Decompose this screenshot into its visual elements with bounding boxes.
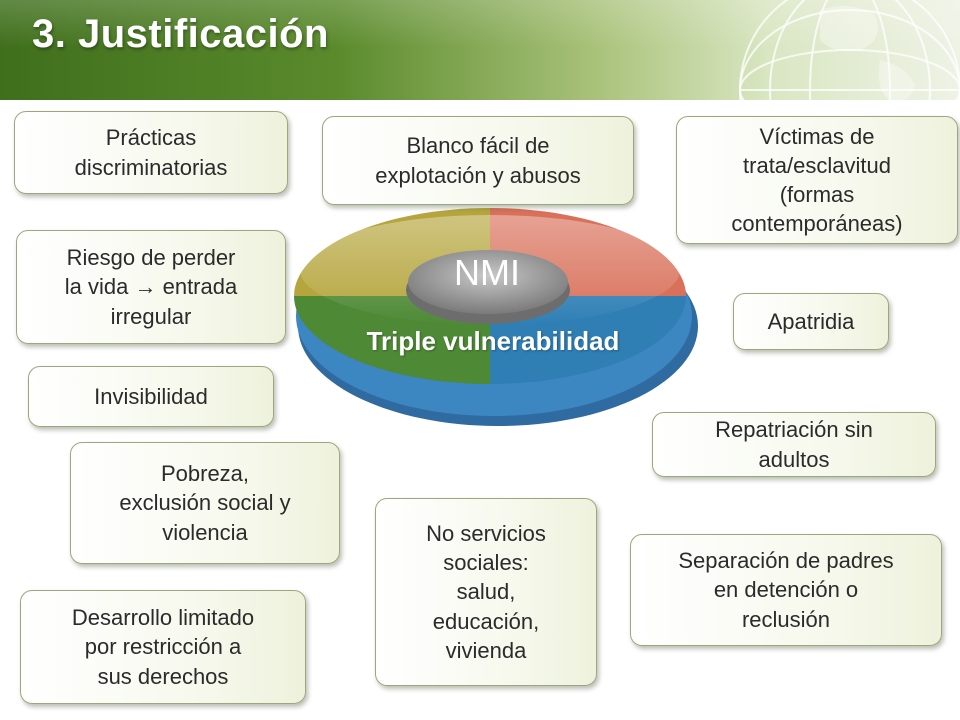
title-bar: 3. Justificación xyxy=(0,0,960,100)
box-desarrollo: Desarrollo limitado por restricción a sus … xyxy=(20,590,306,704)
box-line: Separación de padres xyxy=(678,548,894,574)
box-line: adultos xyxy=(758,446,830,472)
box-line: Riesgo de perder xyxy=(66,245,236,271)
box-line: exclusión social y xyxy=(119,490,291,516)
box-pobreza: Pobreza, exclusión social y violencia xyxy=(70,442,340,564)
box-line: violencia xyxy=(162,519,248,545)
box-line: Prácticas xyxy=(105,125,197,151)
box-line: explotación y abusos xyxy=(375,162,581,188)
box-separacion: Separación de padres en detención o reclus… xyxy=(630,534,942,646)
slide-title: 3. Justificación xyxy=(32,12,329,56)
box-line: la vida → entrada xyxy=(64,274,238,300)
box-servicios: No servicios sociales: salud, educación, viv… xyxy=(375,498,597,686)
box-victimas: Víctimas de trata/esclavitud (formas contem… xyxy=(676,116,958,244)
hub-center xyxy=(408,250,568,314)
box-line: discriminatorias xyxy=(74,154,228,180)
box-line: contemporáneas) xyxy=(731,211,903,237)
box-line: por restricción a xyxy=(84,634,242,660)
box-line: reclusión xyxy=(741,606,831,632)
box-line: trata/esclavitud xyxy=(743,152,891,178)
box-line: Desarrollo limitado xyxy=(71,605,255,631)
box-line: vivienda xyxy=(445,637,527,663)
box-invisibilidad: Invisibilidad xyxy=(28,366,274,427)
box-riesgo: Riesgo de perder la vida → entrada irregul… xyxy=(16,230,286,344)
box-line: irregular xyxy=(110,303,192,329)
box-blanco: Blanco fácil de explotación y abusos xyxy=(322,116,634,205)
box-line: educación, xyxy=(432,608,540,634)
box-line: No servicios xyxy=(426,521,546,547)
box-line: Invisibilidad xyxy=(94,383,208,409)
box-line: salud, xyxy=(456,579,516,605)
center-label: NMI xyxy=(454,252,520,293)
title-bar-shine xyxy=(0,0,960,48)
box-line: sociales: xyxy=(443,550,529,576)
box-apatridia: Apatridia xyxy=(733,293,889,350)
box-line: Repatriación sin xyxy=(715,417,873,443)
box-line: Víctimas de xyxy=(759,123,875,149)
box-line: (formas xyxy=(779,182,855,207)
globe-icon xyxy=(739,0,960,100)
box-line: Apatridia xyxy=(767,308,855,334)
box-repatriacion: Repatriación sin adultos xyxy=(652,412,936,477)
box-practicas: Prácticas discriminatorias xyxy=(14,111,288,194)
box-line: en detención o xyxy=(713,577,859,603)
center-subtitle: Triple vulnerabilidad xyxy=(366,326,620,356)
box-line: Pobreza, xyxy=(160,461,250,487)
box-line: Blanco fácil de xyxy=(406,133,550,159)
box-line: sus derechos xyxy=(97,663,229,689)
